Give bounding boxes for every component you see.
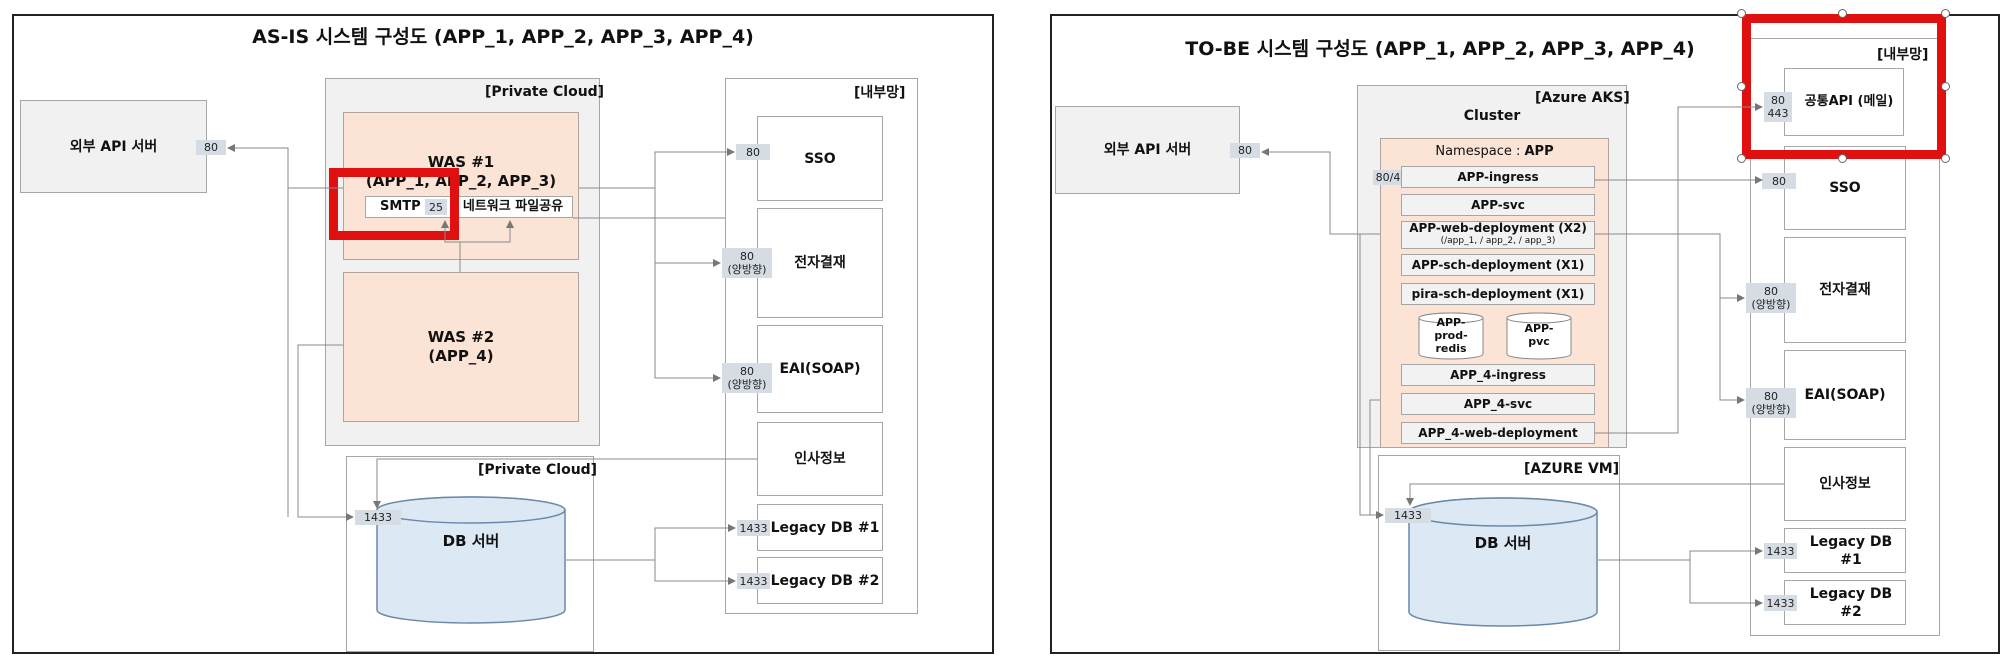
asis-legacy2-box: Legacy DB #2	[757, 557, 883, 604]
tobe-pvc-cylinder	[1506, 312, 1572, 360]
tobe-eai-port: 80 (양방향)	[1746, 388, 1796, 418]
tobe-redis-cylinder	[1418, 312, 1484, 360]
tobe-db-port: 1433	[1385, 508, 1431, 523]
tobe-namespace-prefix: Namespace :	[1435, 144, 1525, 159]
tobe-cluster-label: Cluster	[1463, 108, 1521, 124]
asis-db-port: 1433	[355, 510, 401, 525]
tobe-payment-port: 80 (양방향)	[1746, 283, 1796, 313]
tobe-eai-box: EAI(SOAP)	[1784, 350, 1906, 440]
tobe-common-api-port-text: 80 443	[1767, 94, 1789, 120]
tobe-web-deployment-sub: (/app_1, / app_2, / app_3)	[1440, 236, 1556, 246]
tobe-handle-br[interactable]	[1941, 154, 1950, 163]
tobe-legacy2-box: Legacy DB #2	[1784, 580, 1906, 625]
asis-legacy1-box: Legacy DB #1	[757, 504, 883, 551]
asis-legacy2-port: 1433	[737, 573, 770, 589]
asis-db-cloud-label: [Private Cloud]	[478, 462, 598, 478]
tobe-row-app4-svc: APP_4-svc	[1401, 393, 1595, 415]
tobe-row-app4-web-deployment: APP_4-web-deployment	[1401, 422, 1595, 444]
tobe-common-api-box: 공통API (메일)	[1784, 68, 1904, 136]
tobe-legacy2-port: 1433	[1764, 595, 1797, 611]
asis-eai-port: 80 (양방향)	[722, 363, 772, 393]
tobe-hr-box: 인사정보	[1784, 447, 1906, 521]
asis-smtp-highlight	[329, 168, 459, 240]
tobe-row-app-sch-deployment: APP-sch-deployment (X1)	[1401, 254, 1595, 276]
tobe-db-server-label: DB 서버	[1474, 534, 1532, 552]
tobe-handle-top[interactable]	[1838, 9, 1847, 18]
tobe-eai-port-text: 80 (양방향)	[1751, 390, 1791, 416]
tobe-namespace-label: Namespace : APP	[1380, 144, 1609, 159]
tobe-row-app-svc: APP-svc	[1401, 194, 1595, 216]
tobe-row-app-ingress: APP-ingress	[1401, 166, 1595, 188]
tobe-handle-tl[interactable]	[1737, 9, 1746, 18]
asis-was2-label: WAS #2 (APP_4)	[427, 328, 495, 365]
tobe-db-cylinder	[1408, 497, 1598, 627]
asis-legacy1-port: 1433	[737, 520, 770, 536]
tobe-pvc-text: APP- pvc	[1524, 322, 1554, 348]
tobe-external-port: 80	[1230, 143, 1260, 158]
tobe-row-pira-sch-deployment: pira-sch-deployment (X1)	[1401, 283, 1595, 305]
tobe-redis-label: APP- prod- redis	[1418, 316, 1484, 355]
tobe-handle-bl[interactable]	[1737, 154, 1746, 163]
asis-smtp-label: SMTP	[380, 199, 421, 214]
asis-payment-box: 전자결재	[757, 208, 883, 318]
tobe-legacy1-port: 1433	[1764, 543, 1797, 559]
tobe-handle-left[interactable]	[1737, 82, 1746, 91]
tobe-vm-label: [AZURE VM]	[1524, 461, 1620, 477]
asis-payment-port: 80 (양방향)	[722, 248, 772, 278]
tobe-sso-port: 80	[1762, 173, 1796, 189]
asis-eai-box: EAI(SOAP)	[757, 325, 883, 413]
tobe-row-app4-ingress: APP_4-ingress	[1401, 364, 1595, 386]
asis-private-cloud-label: [Private Cloud]	[485, 84, 605, 100]
tobe-internal-label: [내부망]	[1877, 47, 1929, 63]
tobe-handle-right[interactable]	[1941, 82, 1950, 91]
asis-smtp-port: 25	[425, 199, 447, 215]
tobe-payment-port-text: 80 (양방향)	[1751, 285, 1791, 311]
tobe-handle-tr[interactable]	[1941, 9, 1950, 18]
asis-payment-port-text: 80 (양방향)	[727, 250, 767, 276]
asis-was1-box: WAS #1 (APP_1, APP_2, APP_3)	[343, 112, 579, 260]
asis-external-port: 80	[196, 140, 226, 155]
tobe-pvc-label: APP- pvc	[1506, 322, 1572, 348]
asis-eai-port-text: 80 (양방향)	[727, 365, 767, 391]
asis-db-server-label: DB 서버	[442, 532, 500, 550]
tobe-title: TO-BE 시스템 구성도 (APP_1, APP_2, APP_3, APP_…	[1185, 38, 1695, 60]
tobe-redis-text: APP- prod- redis	[1434, 316, 1468, 355]
tobe-external-api-box: 외부 API 서버	[1055, 106, 1240, 194]
tobe-namespace-name: APP	[1524, 144, 1554, 159]
tobe-handle-bottom[interactable]	[1838, 154, 1847, 163]
tobe-common-api-port: 80 443	[1764, 92, 1792, 122]
asis-sso-port: 80	[736, 144, 770, 160]
asis-title: AS-IS 시스템 구성도 (APP_1, APP_2, APP_3, APP_…	[252, 26, 754, 48]
tobe-web-deployment-label: APP-web-deployment (X2)	[1409, 221, 1587, 235]
tobe-row-app-web-deployment: APP-web-deployment (X2) (/app_1, / app_2…	[1401, 221, 1595, 249]
asis-external-api-box: 외부 API 서버	[20, 100, 207, 193]
tobe-aks-label: [Azure AKS]	[1535, 90, 1630, 106]
asis-db-cylinder	[376, 496, 566, 624]
asis-was2-box: WAS #2 (APP_4)	[343, 272, 579, 422]
asis-internal-label: [내부망]	[854, 85, 906, 101]
asis-hr-box: 인사정보	[757, 422, 883, 496]
